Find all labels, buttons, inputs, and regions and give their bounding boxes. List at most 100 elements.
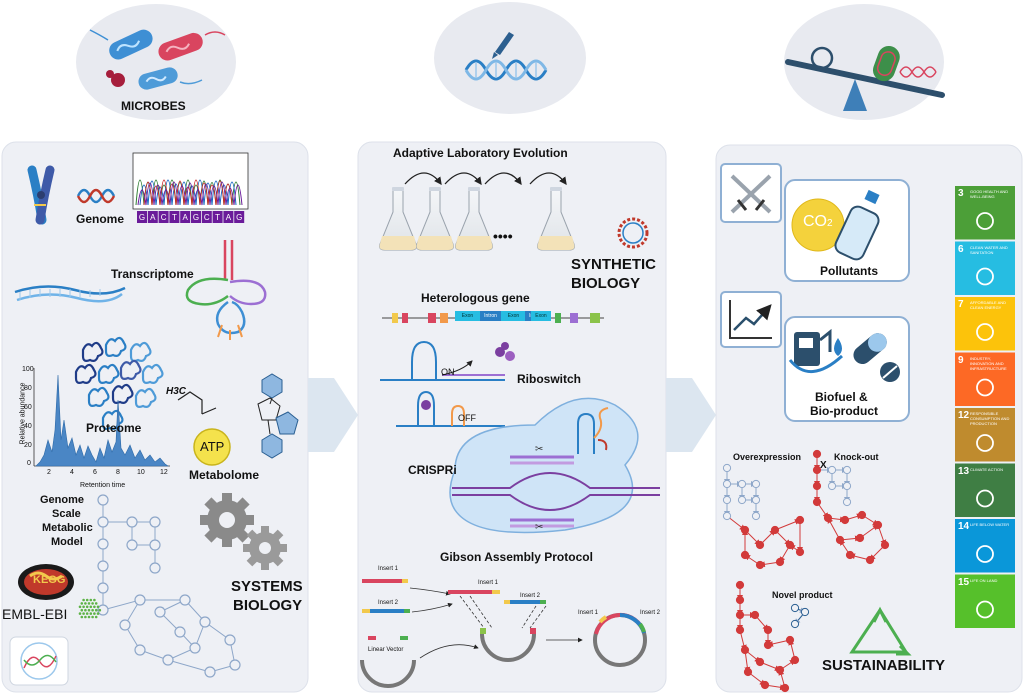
network-node [97, 538, 109, 550]
network-node [835, 535, 845, 545]
network-node [735, 580, 745, 590]
sequence-base: G [236, 213, 242, 222]
xtick-8: 8 [116, 469, 120, 476]
sdg-icon [976, 600, 994, 619]
genome-label: Genome [76, 212, 125, 226]
network-node [812, 481, 822, 491]
network-node [149, 539, 161, 551]
network-node [775, 665, 785, 675]
sequence-cell [137, 211, 147, 223]
h3c-label: H3C [166, 386, 187, 397]
sequence-cell [212, 211, 223, 223]
sequence-cell [191, 211, 201, 223]
synthetic-header [434, 2, 586, 114]
network-node [790, 619, 800, 629]
linear-vector-label: Linear Vector [368, 647, 404, 653]
network-edge [827, 517, 841, 541]
flask-series [379, 187, 575, 251]
embl-dot [91, 602, 94, 605]
co2-label: CO2 [803, 213, 833, 230]
insert1-label-a: Insert 1 [378, 566, 399, 572]
sdg-number: 14 [958, 521, 970, 532]
network-node [149, 516, 161, 528]
hetero-gene-label: Heterologous gene [421, 291, 530, 305]
dna-edit-icon [464, 32, 548, 81]
metabolite-structure [177, 373, 299, 459]
sdg-number: 7 [958, 299, 964, 310]
microbes-label: MICROBES [121, 99, 186, 113]
synthetic-title-1: SYNTHETIC [571, 256, 657, 273]
network-node [795, 515, 805, 525]
biofuel-label-1: Biofuel & [815, 390, 868, 404]
exon-1: Exon [455, 311, 480, 321]
flask-culture [455, 236, 493, 250]
sdg-number: 3 [958, 188, 964, 199]
sequence-base: A [150, 213, 156, 222]
flow-arrow-2 [666, 378, 716, 452]
synthetic-title-2: BIOLOGY [571, 275, 641, 292]
balance-icon [785, 45, 945, 111]
network-node [126, 539, 138, 551]
intron-1: Intron [480, 311, 501, 321]
riboswitch-off [396, 390, 505, 427]
systems-title-2: BIOLOGY [233, 597, 303, 614]
sequence-cell [234, 211, 245, 223]
flask-culture [537, 236, 575, 250]
embl-dot [80, 608, 84, 612]
microbes-header [76, 4, 236, 120]
ytick-0: 0 [27, 460, 31, 467]
embl-dot [91, 608, 94, 612]
embl-dot [93, 612, 96, 615]
embl-dot [78, 605, 82, 609]
protein-blob [97, 363, 120, 384]
bacteria-icon [89, 29, 226, 90]
network-node [735, 625, 745, 635]
embl-dot [85, 598, 89, 602]
network-node [812, 497, 822, 507]
network-node [827, 481, 837, 491]
sequence-cell [169, 211, 180, 223]
network-node [845, 550, 855, 560]
network-node [790, 603, 800, 613]
network-node [119, 619, 131, 631]
sequence-base: A [226, 213, 232, 222]
embl-ebi-label: EMBL-EBI [2, 606, 68, 622]
sdg-title: LIFE BELOW WATER [970, 522, 1010, 527]
sdg-icon [976, 267, 994, 286]
ale-arrows [404, 172, 567, 186]
sequence-base: G [139, 213, 145, 222]
embl-dot [80, 615, 84, 619]
insert2-label-c: Insert 2 [640, 610, 661, 616]
protein-blob [74, 363, 97, 384]
network-node [189, 642, 201, 654]
ale-label: Adaptive Laboratory Evolution [393, 146, 568, 160]
bottle-icon [834, 189, 880, 261]
atp-label: ATP [200, 439, 225, 454]
network-node [823, 513, 833, 523]
embl-ebi-logo [78, 598, 102, 619]
sequence-base: C [161, 213, 167, 222]
network-node [134, 644, 146, 656]
protein-blob [141, 363, 164, 384]
network-node [199, 616, 211, 628]
network-edge [774, 519, 801, 531]
network-node [149, 562, 161, 574]
growth-chart-icon [729, 300, 772, 339]
network-node [763, 640, 773, 650]
gsmm-label-3: Metabolic [42, 522, 93, 534]
network-node [735, 595, 745, 605]
fuel-pump-icon [788, 328, 844, 374]
network-node [97, 604, 109, 616]
xtick-6: 6 [93, 469, 97, 476]
metabolome-label: Metabolome [189, 468, 260, 482]
network-node [751, 479, 761, 489]
embl-dot [87, 602, 91, 605]
protein-blob [119, 359, 142, 380]
embl-dot [89, 612, 93, 615]
network-node [780, 683, 790, 693]
flask-culture [379, 236, 417, 250]
network-node [740, 645, 750, 655]
network-node [154, 606, 166, 618]
embl-dot [82, 598, 85, 602]
